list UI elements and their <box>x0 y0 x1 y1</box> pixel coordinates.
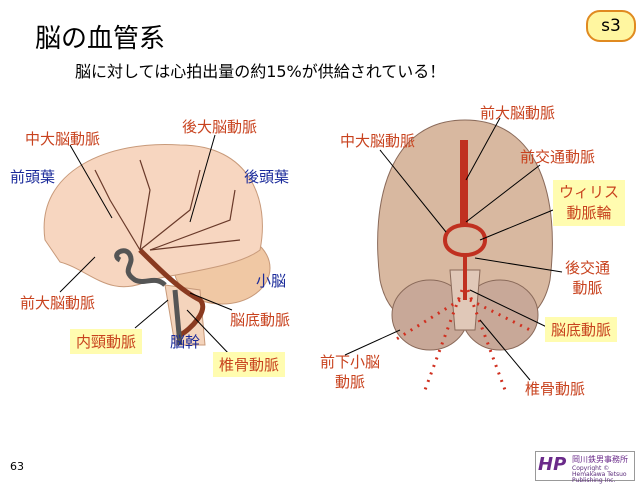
basal-brain-image <box>377 119 553 391</box>
label-pca-left: 後大脳動脈 <box>182 118 258 136</box>
label-aca-right: 前大脳動脈 <box>480 104 556 122</box>
page-number: 63 <box>10 460 24 473</box>
label-basilar-left: 脳底動脈 <box>230 311 291 329</box>
label-mca-right: 中大脳動脈 <box>340 132 416 150</box>
pcom-line2: 動脈 <box>572 279 603 297</box>
label-ica: 内頸動脈 <box>70 329 143 354</box>
logo-copyright: Copyright © Hemakawa Tetsuo Publishing I… <box>572 465 627 484</box>
label-basilar-right: 脳底動脈 <box>545 317 618 342</box>
publisher-logo: HP 岡川鉄男事務所 Copyright © Hemakawa Tetsuo P… <box>535 451 635 484</box>
logo-name: 岡川鉄男事務所 <box>572 455 628 464</box>
label-frontal-lobe: 前頭葉 <box>10 168 56 186</box>
label-circle-of-willis: ウィリス動脈輪 <box>553 180 626 226</box>
willis-line1: ウィリス <box>559 183 620 201</box>
pcom-line1: 後交通 <box>565 259 611 277</box>
label-cerebellum: 小脳 <box>256 272 287 290</box>
label-brainstem: 脳幹 <box>170 333 201 351</box>
subtitle: 脳に対しては心拍出量の約15%が供給されている！ <box>75 62 446 81</box>
lateral-brain-image <box>43 143 271 346</box>
page-title: 脳の血管系 <box>35 24 166 54</box>
label-pcom: 後交通動脈 <box>565 258 610 298</box>
willis-line2: 動脈輪 <box>566 204 612 222</box>
logo-mark: HP <box>538 454 567 475</box>
aica-line2: 動脈 <box>335 373 366 391</box>
label-occipital-lobe: 後頭葉 <box>244 168 290 186</box>
slide-badge: s3 <box>586 10 636 42</box>
aica-line1: 前下小脳 <box>320 353 381 371</box>
label-aca-left: 前大脳動脈 <box>20 294 96 312</box>
label-vertebral-left: 椎骨動脈 <box>213 352 286 377</box>
label-acom: 前交通動脈 <box>520 148 596 166</box>
leader-lines <box>59 117 563 381</box>
label-aica: 前下小脳動脈 <box>320 352 380 392</box>
label-vertebral-right: 椎骨動脈 <box>525 380 586 398</box>
label-mca-left: 中大脳動脈 <box>25 130 101 148</box>
